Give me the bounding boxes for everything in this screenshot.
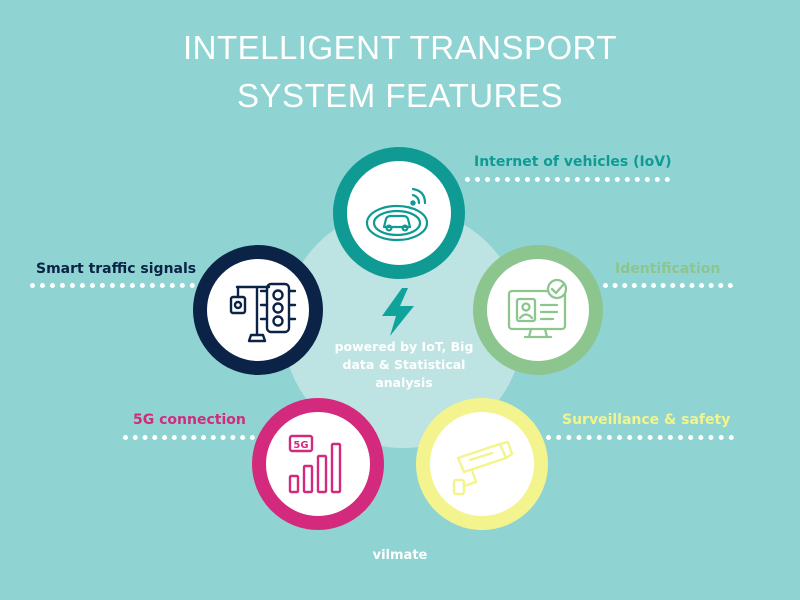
page-title: INTELLIGENT TRANSPORT SYSTEM FEATURES: [0, 24, 800, 120]
feature-surveillance-circle: [416, 398, 548, 530]
feature-traffic-circle: [193, 245, 323, 375]
traffic-light-icon: [229, 282, 297, 343]
feature-label-iov: Internet of vehicles (IoV): [474, 154, 672, 170]
feature-identification-circle: [473, 245, 603, 375]
brand-footer: vilmate: [372, 548, 428, 563]
connected-car-icon: [365, 187, 429, 242]
feature-5g-circle: 5G: [252, 398, 384, 530]
dotted-line-iov: [465, 177, 670, 182]
dotted-line-surveillance: [546, 435, 734, 440]
dotted-line-identification: [603, 283, 733, 288]
feature-iov-circle: [333, 147, 465, 279]
feature-label-identification: Identification: [615, 261, 721, 277]
security-camera-icon: [452, 440, 514, 496]
title-line-1: INTELLIGENT TRANSPORT: [182, 29, 618, 66]
signal-5g-icon: 5G: [288, 434, 342, 494]
center-caption: powered by IoT, Big data & Statistical a…: [334, 339, 474, 390]
feature-label-5g: 5G connection: [133, 412, 246, 428]
feature-label-surveillance: Surveillance & safety: [562, 412, 731, 428]
dotted-line-traffic: [30, 283, 195, 288]
feature-label-traffic: Smart traffic signals: [36, 261, 197, 277]
dotted-line-5g: [123, 435, 255, 440]
id-monitor-icon: [507, 278, 568, 339]
svg-text:5G: 5G: [293, 440, 308, 451]
title-line-2: SYSTEM FEATURES: [237, 77, 563, 114]
lightning-bolt-icon: [382, 288, 414, 336]
